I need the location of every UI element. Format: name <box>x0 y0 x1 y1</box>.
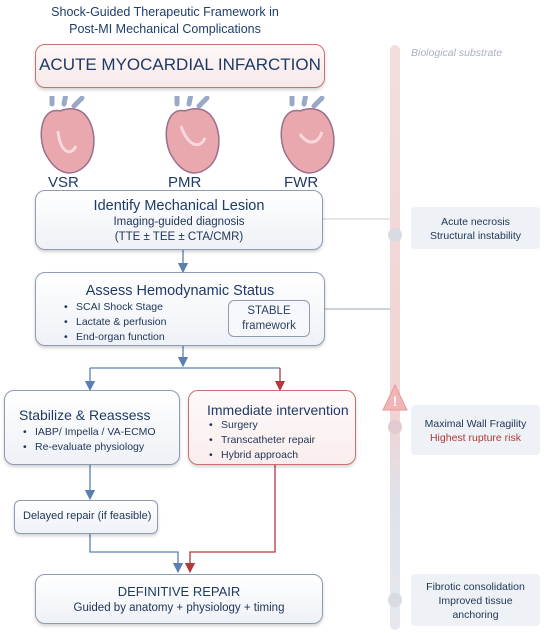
identify-title: Identify Mechanical Lesion <box>93 198 265 214</box>
definitive-title: DEFINITIVE REPAIR <box>117 584 241 599</box>
heart-pmr-icon <box>165 96 220 174</box>
immediate-bullet: Hybrid approach <box>209 448 315 463</box>
ami-label: ACUTE MYOCARDIAL INFARCTION <box>39 55 321 74</box>
timeline-node <box>388 228 402 242</box>
immediate-bullet: Surgery <box>209 418 315 433</box>
warning-icon <box>382 383 408 411</box>
hearts-illustration <box>40 96 335 174</box>
assess-bullet: Lactate & perfusion <box>64 315 167 330</box>
stabilize-bullet: IABP/ Impella / VA-ECMO <box>23 425 156 440</box>
stable-framework-box: STABLE framework <box>228 300 310 337</box>
substrate-label: Biological substrate <box>411 47 503 59</box>
side-fragility: Maximal Wall Fragility Highest rupture r… <box>411 405 540 455</box>
side-fragility-line-1: Maximal Wall Fragility <box>424 418 527 430</box>
identify-line-2: (TTE ± TEE ± CTA/CMR) <box>114 231 244 243</box>
side-necrosis-line-2: Structural instability <box>429 230 522 242</box>
timeline-node <box>388 420 402 434</box>
assess-box: Assess Hemodynamic Status SCAI Shock Sta… <box>35 272 325 346</box>
svg-text:!: ! <box>393 393 398 409</box>
stabilize-bullet: Re-evaluate physiology <box>23 440 156 455</box>
delayed-repair-box: Delayed repair (if feasible) <box>14 500 158 534</box>
identify-box: Identify Mechanical Lesion Imaging-guide… <box>35 190 323 250</box>
stabilize-box: Stabilize & Reassess IABP/ Impella / VA-… <box>4 390 180 465</box>
title-line-2: Post-MI Mechanical Complications <box>69 22 261 36</box>
heart-vsr-icon <box>40 96 95 174</box>
side-fibrotic-line-1: Fibrotic consolidation <box>426 581 525 593</box>
immediate-bullet: Transcatheter repair <box>209 433 315 448</box>
assess-bullets: SCAI Shock Stage Lactate & perfusion End… <box>58 300 167 345</box>
assess-title: Assess Hemodynamic Status <box>85 283 275 299</box>
definitive-subtitle: Guided by anatomy + physiology + timing <box>73 602 285 614</box>
heart-label-vsr: VSR <box>48 174 79 191</box>
stable-line-2: framework <box>242 320 296 332</box>
heart-fwr-icon <box>280 96 335 174</box>
definitive-box: DEFINITIVE REPAIR Guided by anatomy + ph… <box>35 574 323 624</box>
heart-label-pmr: PMR <box>168 174 202 191</box>
immediate-bullets: Surgery Transcatheter repair Hybrid appr… <box>203 418 315 463</box>
title-line-1: Shock-Guided Therapeutic Framework in <box>51 5 279 19</box>
side-fibrotic-line-2: Improved tissue <box>438 595 513 607</box>
heart-label-fwr: FWR <box>284 174 319 191</box>
immediate-title: Immediate intervention <box>207 402 349 418</box>
side-necrosis: Acute necrosis Structural instability <box>411 207 540 249</box>
immediate-box: Immediate intervention Surgery Transcath… <box>188 390 356 465</box>
side-fragility-line-2: Highest rupture risk <box>429 432 522 444</box>
identify-line-1: Imaging-guided diagnosis <box>113 216 245 228</box>
assess-bullet: End-organ function <box>64 330 166 345</box>
stable-line-1: STABLE <box>247 305 291 317</box>
ami-box: ACUTE MYOCARDIAL INFARCTION <box>35 44 325 88</box>
figure-title: Shock-Guided Therapeutic Framework in Po… <box>0 4 330 38</box>
stabilize-bullets: IABP/ Impella / VA-ECMO Re-evaluate phys… <box>17 425 156 455</box>
side-necrosis-line-1: Acute necrosis <box>441 216 510 228</box>
side-fibrotic-line-3: anchoring <box>452 609 499 621</box>
delayed-repair-label: Delayed repair (if feasible) <box>23 510 152 522</box>
stabilize-title: Stabilize & Reassess <box>19 407 151 423</box>
substrate-bar <box>390 45 400 630</box>
assess-bullet: SCAI Shock Stage <box>64 300 166 315</box>
timeline-node <box>388 593 402 607</box>
side-fibrotic: Fibrotic consolidation Improved tissue a… <box>411 574 540 626</box>
